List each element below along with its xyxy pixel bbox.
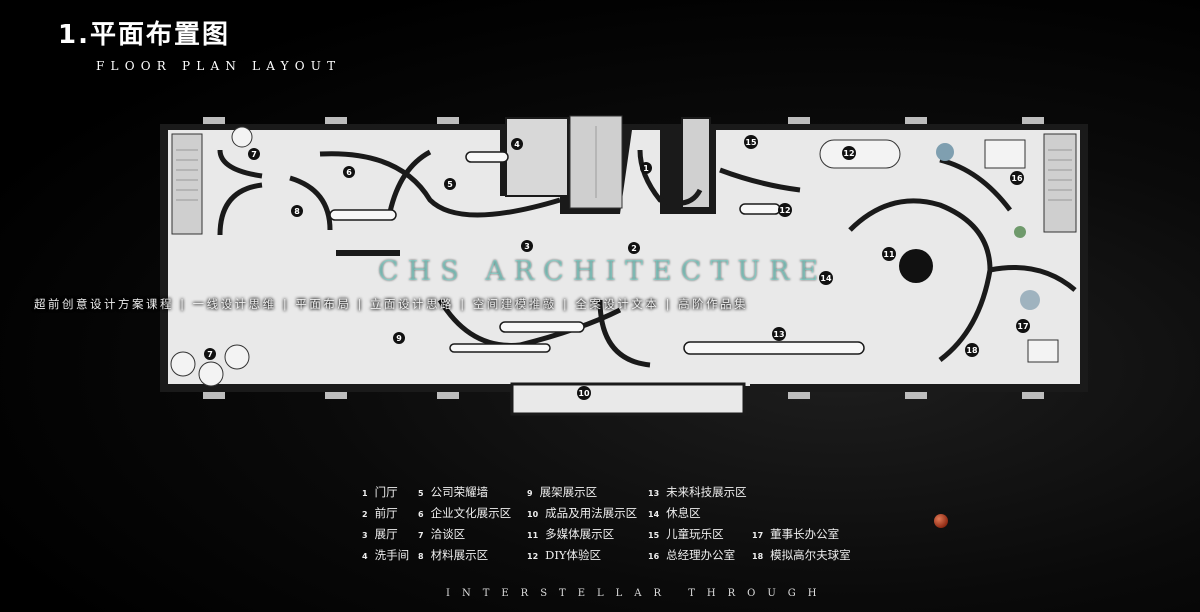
multimedia-dome — [899, 249, 933, 283]
plan-label: 8 — [294, 207, 300, 216]
plants — [936, 143, 1040, 310]
plan-label: 12 — [779, 206, 790, 215]
office-desks — [984, 139, 1059, 363]
plan-label: 11 — [883, 250, 895, 259]
window-marks — [203, 117, 1044, 399]
plan-label: 18 — [966, 346, 978, 355]
entrance — [510, 382, 746, 416]
plan-label: 10 — [578, 389, 590, 398]
plan-label: 15 — [745, 138, 757, 147]
stair-treads — [176, 126, 1072, 201]
plan-label: 4 — [514, 140, 520, 149]
lounge-chairs — [170, 126, 253, 387]
plan-label: 5 — [447, 180, 453, 189]
plan-label: 14 — [820, 274, 832, 283]
plan-label: 2 — [631, 244, 637, 253]
red-planet-decoration — [934, 514, 948, 528]
divider-bar — [336, 250, 400, 256]
plan-label: 16 — [1011, 174, 1023, 183]
plan-labels: 1 2 3 4 5 6 7 7 8 9 10 11 12 12 13 14 15… — [204, 135, 1030, 400]
plan-label: 12 — [843, 149, 854, 158]
plan-label: 17 — [1017, 322, 1028, 331]
watermark-brand: CHS ARCHITECTURE — [378, 256, 828, 287]
plan-label: 7 — [251, 150, 257, 159]
footer-tagline: INTERSTELLAR THROUGH — [446, 588, 829, 599]
watermark-course-strip: 超前创意设计方案课程 | 一线设计思维 | 平面布局 | 立面设计思路 | 空间… — [34, 297, 749, 311]
page-title: 1.平面布置图 — [58, 20, 230, 50]
plan-label: 7 — [207, 350, 213, 359]
page-subtitle: FLOOR PLAN LAYOUT — [96, 59, 342, 73]
plan-label: 3 — [524, 242, 530, 251]
plan-label: 6 — [346, 168, 352, 177]
plan-label: 1 — [643, 164, 649, 173]
plan-label: 13 — [773, 330, 784, 339]
display-islands — [329, 151, 865, 355]
plan-label: 9 — [396, 334, 402, 343]
meeting-table — [819, 139, 901, 169]
toilet-block — [505, 117, 569, 197]
